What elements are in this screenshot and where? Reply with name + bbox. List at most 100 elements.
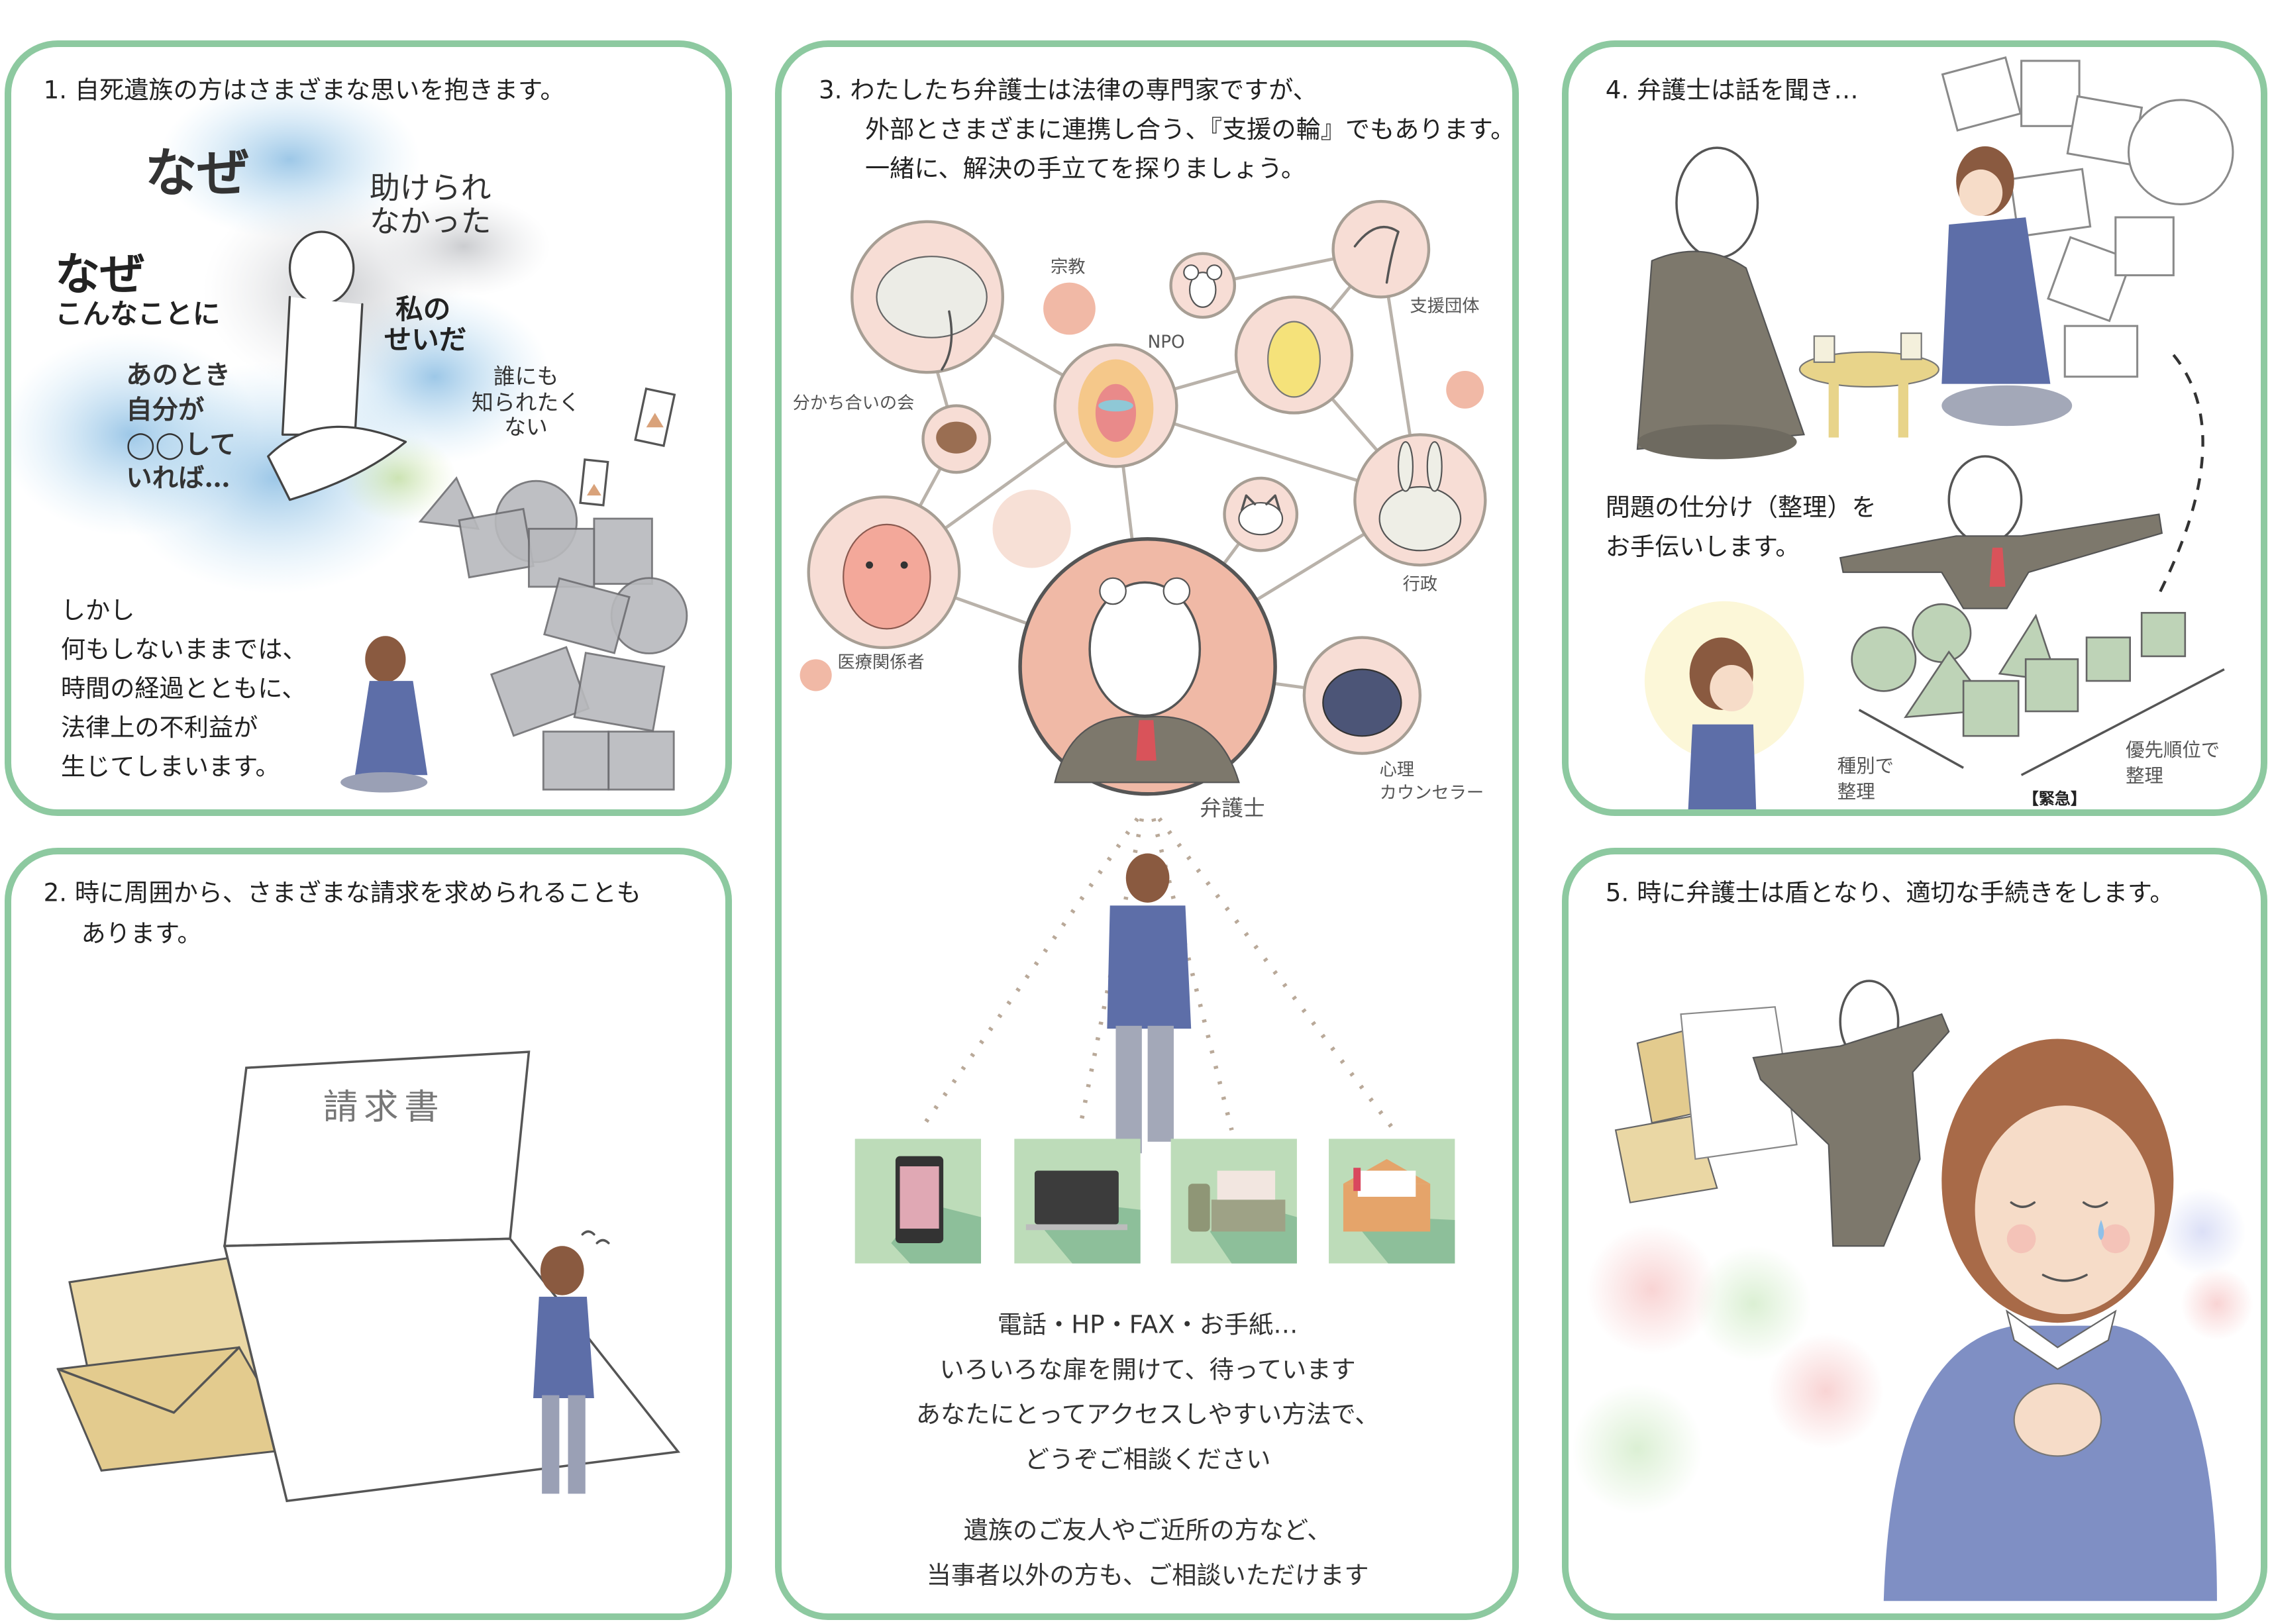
label-sort-by-type-2: 整理 xyxy=(1837,781,1875,803)
pile-of-problems xyxy=(418,476,688,791)
bokeh-background xyxy=(1572,1188,2253,1514)
tile-phone[interactable] xyxy=(854,1139,982,1264)
tile-homepage[interactable] xyxy=(1014,1139,1141,1264)
watercolor-blobs xyxy=(11,79,551,594)
thought-darenimo-3: ない xyxy=(504,415,548,440)
panel-3-illustration: 3. わたしたち弁護士は法律の専門家ですが、 外部とさまざまに連携し合う、『支援… xyxy=(793,76,1512,1590)
panel-2-claims: 2. 時に周囲から、さまざまな請求を求められることも あります。 請求書 xyxy=(5,848,732,1620)
crane-node xyxy=(1331,199,1431,299)
label-sort-by-type-1: 種別で xyxy=(1837,755,1894,777)
small-kneeling-person xyxy=(340,636,428,793)
walking-person xyxy=(1107,853,1192,1154)
bear-listening xyxy=(1636,146,1805,460)
label-medical: 医療関係者 xyxy=(837,652,924,672)
thought-watashi-1: 私の xyxy=(395,293,450,325)
thought-darenimo-1: 誰にも xyxy=(493,364,558,389)
flying-envelopes xyxy=(1614,1006,1798,1203)
thought-watashi-2: せいだ xyxy=(384,323,467,356)
label-npo: NPO xyxy=(1148,332,1185,352)
panel-4-listening-and-sorting: 4. 弁護士は話を聞き… 問題の仕分け（整理）を お手伝いします。 種別で 整理… xyxy=(1562,40,2267,816)
lawyer-bear-node xyxy=(1018,537,1277,796)
decorative-dots xyxy=(800,282,1484,691)
mouse-node xyxy=(1169,252,1237,319)
panel-4-caption-line-1: 問題の仕分け（整理）を xyxy=(1606,493,1877,522)
panel-4-illustration: 4. 弁護士は話を聞き… 問題の仕分け（整理）を お手伝いします。 種別で 整理… xyxy=(1606,56,2234,809)
note-line: 遺族のご友人やご近所の方など、 xyxy=(964,1515,1332,1545)
panel-3-title-line-1: 3. わたしたち弁護士は法律の専門家ですが、 xyxy=(819,76,1317,105)
thought-anotoki-4: いれば… xyxy=(126,463,230,493)
cat-node xyxy=(1223,476,1299,552)
bear-organizing xyxy=(1839,455,2163,609)
panel-1-illustration: なぜ なぜ こんなことに 助けられ なかった 私の せいだ あのとき 自分が ◯… xyxy=(11,76,688,793)
panel-3-title-line-2: 外部とさまざまに連携し合う、『支援の輪』でもあります。 xyxy=(865,115,1512,144)
body-line: 何もしないままでは、 xyxy=(61,634,307,664)
panel-2-title-line-2: あります。 xyxy=(81,919,202,948)
elephant-node xyxy=(851,220,1005,374)
seated-person-outline xyxy=(267,230,407,501)
thought-anotoki-1: あのとき xyxy=(126,360,230,391)
hippo-node xyxy=(807,495,961,650)
body-line: しかし xyxy=(61,595,135,625)
thought-anotoki-3: ◯◯して xyxy=(126,430,236,460)
label-sort-by-priority-1: 優先順位で xyxy=(2126,739,2220,761)
body-line: 法律上の不利益が xyxy=(61,713,258,742)
message-line: どうぞご相談ください xyxy=(1025,1445,1271,1474)
label-sharing-group: 分かち合いの会 xyxy=(793,393,915,413)
message-line: あなたにとってアクセスしやすい方法で、 xyxy=(916,1399,1380,1429)
label-sort-by-priority-2: 整理 xyxy=(2126,765,2163,787)
panel-5-title: 5. 時に弁護士は盾となり、適切な手続きをします。 xyxy=(1606,878,2175,907)
panel-1-bereaved-feelings: なぜ なぜ こんなことに 助けられ なかった 私の せいだ あのとき 自分が ◯… xyxy=(5,40,732,816)
tile-fax[interactable] xyxy=(1170,1139,1297,1264)
label-administration: 行政 xyxy=(1403,574,1438,594)
bear-shield xyxy=(1752,980,1950,1247)
label-lawyer: 弁護士 xyxy=(1200,796,1265,821)
fax-icon xyxy=(1188,1184,1210,1232)
panel-4-title: 4. 弁護士は話を聞き… xyxy=(1606,76,1859,105)
laptop-icon xyxy=(1034,1170,1119,1225)
label-religion: 宗教 xyxy=(1051,257,1086,277)
relieved-boy xyxy=(1644,601,1804,809)
message-line: いろいろな扉を開けて、待っています xyxy=(939,1354,1355,1384)
note-line: 当事者以外の方も、ご相談いただけます xyxy=(927,1560,1369,1590)
boy-looking-at-document xyxy=(533,1230,610,1494)
body-line: 時間の経過とともに、 xyxy=(61,674,307,703)
label-counselor-1: 心理 xyxy=(1380,760,1415,780)
label-support-groups: 支援団体 xyxy=(1410,296,1480,316)
label-counselor-2: カウンセラー xyxy=(1380,783,1484,803)
claim-document: 請求書 xyxy=(223,1050,681,1503)
message-line: 電話・HP・FAX・お手紙… xyxy=(998,1310,1298,1339)
thought-konna-koto-ni: こんなことに xyxy=(55,297,220,330)
thought-tasukerare-1: 助けられ xyxy=(370,170,491,206)
panel-1-title: 1. 自死遺族の方はさまざまな思いを抱きます。 xyxy=(44,76,565,105)
relieved-woman xyxy=(1883,1039,2217,1601)
document-title: 請求書 xyxy=(323,1087,445,1127)
giraffe-node xyxy=(1234,295,1354,415)
panel-2-illustration: 2. 時に周囲から、さまざまな請求を求められることも あります。 請求書 xyxy=(44,878,681,1503)
panel-5-lawyer-as-shield: 5. 時に弁護士は盾となり、適切な手続きをします。 xyxy=(1562,848,2267,1620)
thought-naze: なぜ xyxy=(55,247,145,300)
tanuki-node xyxy=(921,404,992,474)
body-line: 生じてしまいます。 xyxy=(61,752,280,781)
hourglass-icon xyxy=(579,387,676,507)
tile-letter[interactable] xyxy=(1329,1139,1455,1264)
panel-4-caption-line-2: お手伝いします。 xyxy=(1606,532,1800,561)
boy-talking xyxy=(1941,146,2073,427)
label-urgent: 【緊急】 xyxy=(2023,789,2087,808)
rabbit-node xyxy=(1353,433,1487,567)
sort-arrows xyxy=(1858,668,2225,776)
envelope-icon xyxy=(56,1256,299,1472)
panel-3-title-line-3: 一緒に、解決の手立てを探りましょう。 xyxy=(865,154,1306,183)
panel-1-body: しかし 何もしないままでは、 時間の経過とともに、 法律上の不利益が 生じてしま… xyxy=(61,595,307,781)
dashed-arrow xyxy=(2157,354,2204,595)
low-table xyxy=(1798,332,1940,438)
thought-anotoki-2: 自分が xyxy=(126,395,205,425)
panel-3-support-network: 3. わたしたち弁護士は法律の専門家ですが、 外部とさまざまに連携し合う、『支援… xyxy=(775,40,1519,1620)
thought-tasukerare-2: なかった xyxy=(370,203,491,239)
thought-darenimo-2: 知られたく xyxy=(472,390,580,415)
sorted-shapes xyxy=(1851,603,2187,737)
thought-naze-large: なぜ xyxy=(145,142,249,204)
black-bear-node xyxy=(1302,636,1422,755)
connection-dashes xyxy=(918,817,1396,1132)
mandrill-npo-node xyxy=(1053,343,1178,468)
